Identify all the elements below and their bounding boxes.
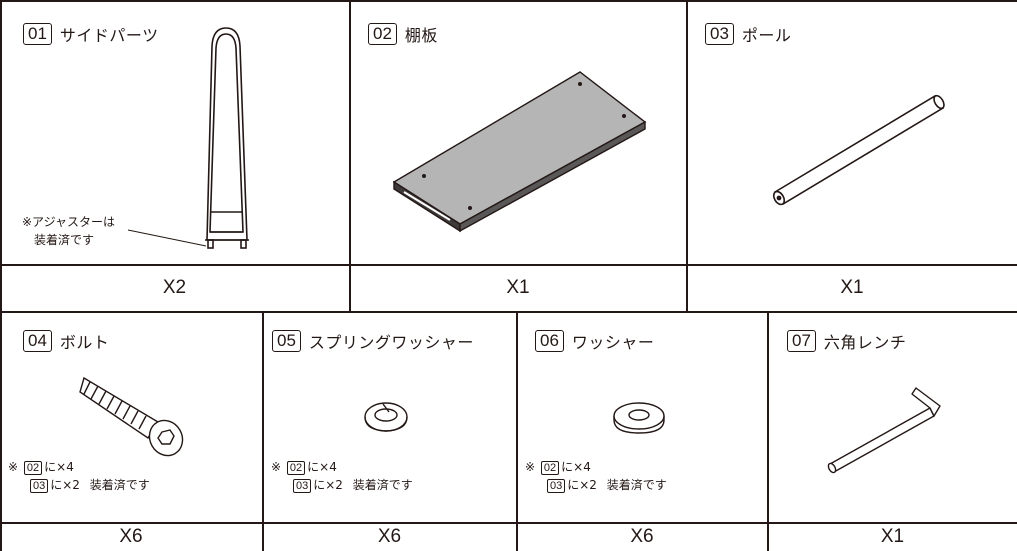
grid-line (0, 264, 1017, 266)
part-label: 06 ワッシャー (535, 329, 654, 353)
spring-washer-icon (364, 402, 408, 432)
part-cell-side-parts: 01 サイドパーツ ※アジャスターは 装着済です (0, 0, 349, 264)
part-number: 06 (535, 330, 564, 352)
grid-line (686, 0, 688, 311)
part-number: 03 (705, 23, 734, 45)
part-number: 02 (368, 23, 397, 45)
part-cell-pole: 03 ポール (687, 0, 1017, 264)
leader-line (127, 229, 207, 247)
part-quantity: X6 (630, 526, 654, 547)
part-quantity: X6 (377, 526, 402, 547)
part-number: 01 (23, 23, 52, 45)
part-label: 07 六角レンチ (787, 329, 906, 353)
grid-line (349, 0, 351, 311)
grid-line (0, 0, 1017, 2)
part-label: 04 ボルト (23, 329, 109, 353)
part-name: ワッシャー (571, 333, 655, 352)
part-label: 05 スプリングワッシャー (272, 329, 474, 353)
grid-line (0, 311, 1017, 313)
adjuster-note-line1: ※アジャスターは (22, 215, 115, 229)
part-label: 02 棚板 (368, 22, 438, 46)
part-name: 六角レンチ (823, 333, 907, 352)
washer-icon (613, 402, 665, 434)
pole-icon (772, 94, 945, 206)
grid-line (516, 311, 518, 551)
hex-wrench-icon (827, 387, 941, 474)
part-number: 05 (272, 330, 301, 352)
shelf-board-icon (392, 71, 647, 233)
part-name: スプリングワッシャー (308, 333, 474, 352)
part-name: ポール (741, 26, 792, 45)
adjuster-note: ※アジャスターは 装着済です (22, 213, 115, 249)
part-quantity: X6 (119, 526, 143, 547)
part-cell-shelf: 02 棚板 (350, 0, 686, 264)
side-frame-icon (205, 27, 249, 249)
part-cell-hex-wrench: 07 六角レンチ (768, 312, 1017, 522)
part-quantity: X1 (880, 526, 905, 547)
part-quantity: X2 (162, 277, 187, 298)
part-label: 03 ポール (705, 22, 791, 46)
part-quantity: X1 (840, 277, 864, 298)
grid-line (0, 0, 2, 551)
bolt-icon (79, 376, 184, 457)
grid-line (767, 311, 769, 551)
adjuster-note-line2: 装着済です (34, 233, 95, 247)
grid-line (0, 522, 1017, 524)
part-quantity: X1 (506, 277, 530, 298)
part-number: 04 (23, 330, 52, 352)
grid-line (262, 311, 264, 551)
part-number: 07 (787, 330, 816, 352)
part-name: サイドパーツ (59, 26, 159, 45)
part-label: 01 サイドパーツ (23, 22, 159, 46)
part-name: ボルト (59, 333, 110, 352)
part-name: 棚板 (404, 26, 438, 45)
